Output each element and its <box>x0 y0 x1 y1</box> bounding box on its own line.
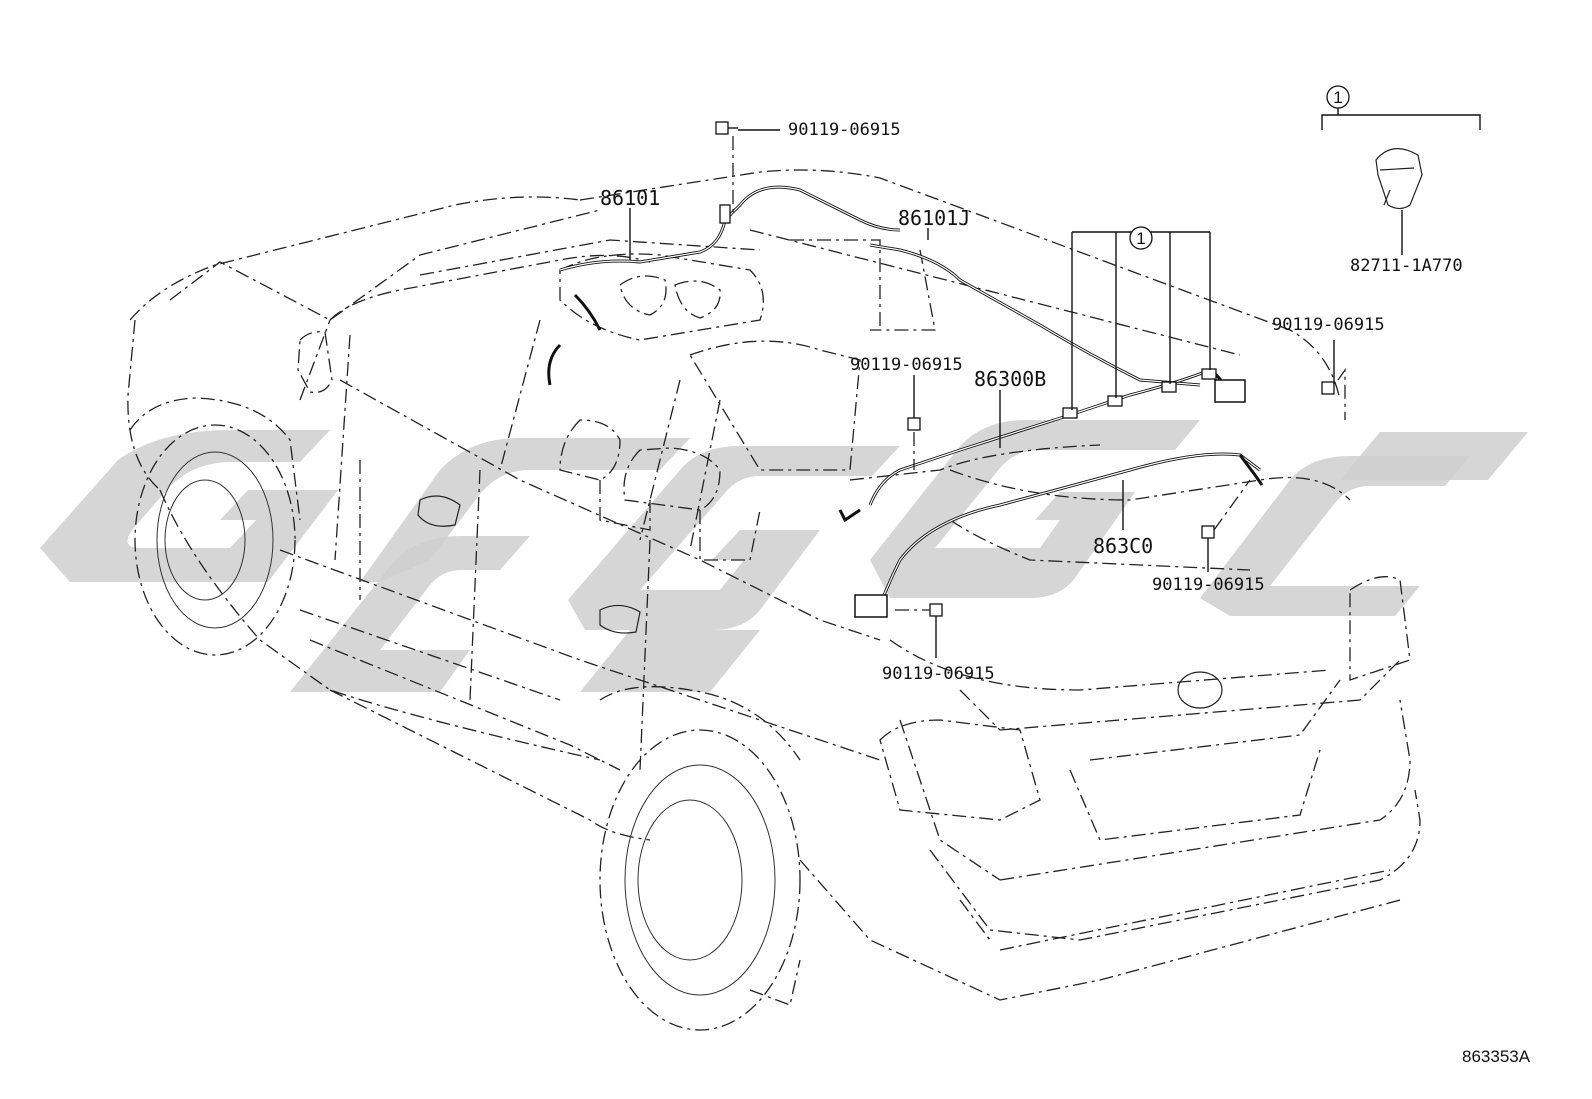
callout-bolt-right: 90119-06915 <box>1272 315 1385 335</box>
rear-wheel <box>599 686 801 1031</box>
bolt-icon-rear-gate <box>1201 479 1251 572</box>
bolt-icon-right <box>1321 340 1346 420</box>
wire-harness-86101J <box>869 243 1246 403</box>
wire-harness-863C0 <box>854 452 1264 618</box>
callout-bolt-bottom: 90119-06915 <box>882 664 995 684</box>
clamp-detail <box>1321 100 1481 255</box>
vehicle-outline <box>127 169 1421 1001</box>
callout-harness-rear-upper: 86300B <box>974 367 1046 391</box>
front-door-handle <box>417 495 461 527</box>
clamp-ref-marker-box <box>1326 85 1350 109</box>
callout-bolt-rear-gate: 90119-06915 <box>1152 575 1265 595</box>
wire-harness-86101 <box>547 185 901 386</box>
leader-lines <box>629 208 1211 530</box>
front-wheel <box>129 397 301 656</box>
clamp-ref-box: 1 <box>1333 88 1342 107</box>
callout-harness-roof: 86101J <box>898 206 970 230</box>
bolt-icon-center <box>907 375 921 470</box>
callout-bolt-top: 90119-06915 <box>788 120 901 140</box>
callout-harness-rear-lower: 863C0 <box>1093 534 1153 558</box>
figure-code: 863353A <box>1462 1047 1531 1066</box>
callout-harness-front: 86101 <box>600 186 660 210</box>
rear-door-handle <box>599 604 641 634</box>
clamp-ref-center: 1 <box>1136 229 1145 248</box>
callout-clamp-part: 82711-1A770 <box>1350 256 1463 276</box>
clamp-ref-marker-center <box>1129 226 1153 250</box>
callout-bolt-center: 90119-06915 <box>850 355 963 375</box>
bolt-icon-top <box>715 121 780 215</box>
watermark-logo <box>40 420 1528 692</box>
wire-harness-86300B <box>838 368 1217 523</box>
bolt-icon-bottom <box>895 603 943 658</box>
